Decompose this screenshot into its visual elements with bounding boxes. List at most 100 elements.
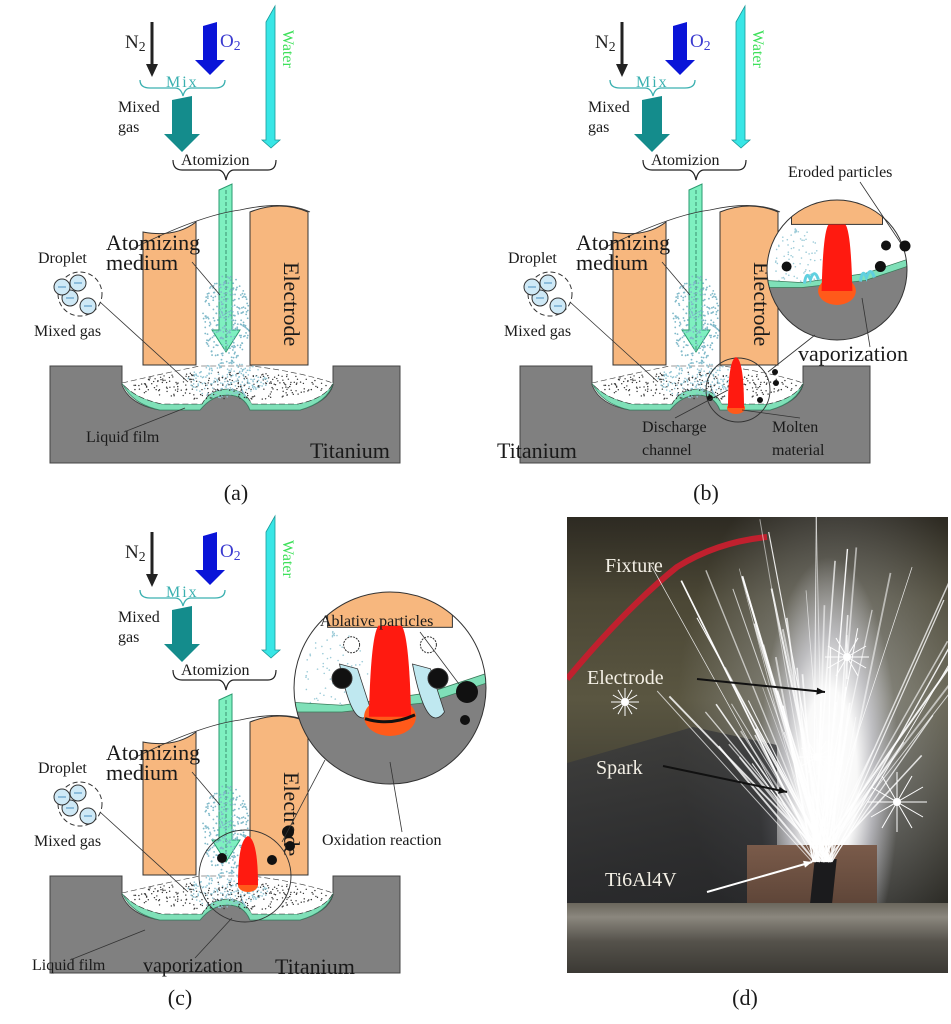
dot xyxy=(749,382,751,384)
dot xyxy=(242,368,245,371)
dot xyxy=(296,888,299,890)
dot xyxy=(233,814,236,817)
dot xyxy=(229,803,232,806)
dot xyxy=(316,668,319,670)
dot xyxy=(232,856,235,859)
dot xyxy=(222,283,225,286)
dot xyxy=(205,296,208,299)
dot xyxy=(673,382,676,384)
dot xyxy=(226,878,229,880)
dot xyxy=(334,698,337,700)
dot xyxy=(320,892,323,894)
dot xyxy=(248,382,251,385)
dot xyxy=(757,386,759,389)
dot xyxy=(233,381,235,383)
dot xyxy=(699,288,702,291)
dot xyxy=(286,375,288,378)
inset-discharge-channel xyxy=(821,224,853,291)
dot xyxy=(694,378,696,380)
dot xyxy=(695,292,698,295)
dot xyxy=(151,892,153,895)
dot xyxy=(698,369,701,372)
dot xyxy=(254,897,257,899)
dot xyxy=(209,323,212,325)
dot xyxy=(321,645,323,648)
spark-streak xyxy=(818,694,948,863)
dot xyxy=(232,833,235,836)
dot xyxy=(244,296,247,298)
dot xyxy=(746,388,748,391)
dot xyxy=(148,889,151,891)
dot xyxy=(704,351,706,354)
dot xyxy=(300,391,302,393)
dot xyxy=(246,369,249,372)
dot xyxy=(678,377,680,379)
dot xyxy=(704,327,707,330)
dot xyxy=(305,888,307,891)
dot xyxy=(226,373,229,376)
spark-streak xyxy=(817,701,837,863)
dot xyxy=(314,379,316,382)
dot xyxy=(212,331,215,334)
mist-region xyxy=(591,365,804,405)
dot xyxy=(206,874,209,877)
dot xyxy=(700,356,703,359)
dot xyxy=(209,831,211,834)
dot xyxy=(283,892,285,894)
dot xyxy=(287,896,289,899)
dot xyxy=(228,862,230,864)
dot xyxy=(213,829,216,832)
dot xyxy=(228,820,231,823)
label-liquid-film: Liquid film xyxy=(86,429,160,446)
dot xyxy=(688,300,691,302)
dot xyxy=(219,395,221,397)
dot xyxy=(257,368,259,371)
dot xyxy=(225,300,228,302)
dot xyxy=(245,821,248,823)
dot xyxy=(214,377,216,380)
dot xyxy=(716,309,719,312)
dot xyxy=(200,891,202,894)
dot xyxy=(230,899,233,902)
dot xyxy=(251,908,253,910)
dot xyxy=(245,907,248,909)
dot xyxy=(232,866,235,869)
dot xyxy=(228,787,231,789)
dot xyxy=(162,378,164,380)
label-droplet: Droplet xyxy=(38,760,87,777)
dot xyxy=(287,378,290,380)
label-mixed-gas-2: gas xyxy=(588,119,609,136)
dot xyxy=(202,827,205,830)
dot xyxy=(233,862,236,865)
dot xyxy=(213,334,215,337)
dot xyxy=(176,893,178,895)
dot xyxy=(208,814,211,817)
dot xyxy=(242,306,245,309)
dot xyxy=(787,251,790,253)
dot xyxy=(289,895,291,898)
spark-streak xyxy=(812,745,846,863)
dot xyxy=(233,824,236,827)
dot xyxy=(188,375,190,378)
dot xyxy=(328,669,331,671)
dot xyxy=(219,846,222,849)
dot xyxy=(676,394,678,396)
dot xyxy=(221,327,224,329)
dot xyxy=(757,378,760,380)
dot xyxy=(691,382,694,385)
dot xyxy=(785,273,787,275)
dot xyxy=(692,283,695,286)
dot xyxy=(227,898,230,900)
dot xyxy=(240,334,242,337)
dot xyxy=(646,390,649,393)
dot xyxy=(152,890,155,893)
dot xyxy=(682,381,685,384)
dot xyxy=(676,384,678,386)
dot xyxy=(676,364,679,367)
dot xyxy=(246,377,248,379)
dot xyxy=(239,346,242,349)
dot xyxy=(759,385,761,388)
dot xyxy=(231,360,234,363)
dot xyxy=(206,904,208,906)
